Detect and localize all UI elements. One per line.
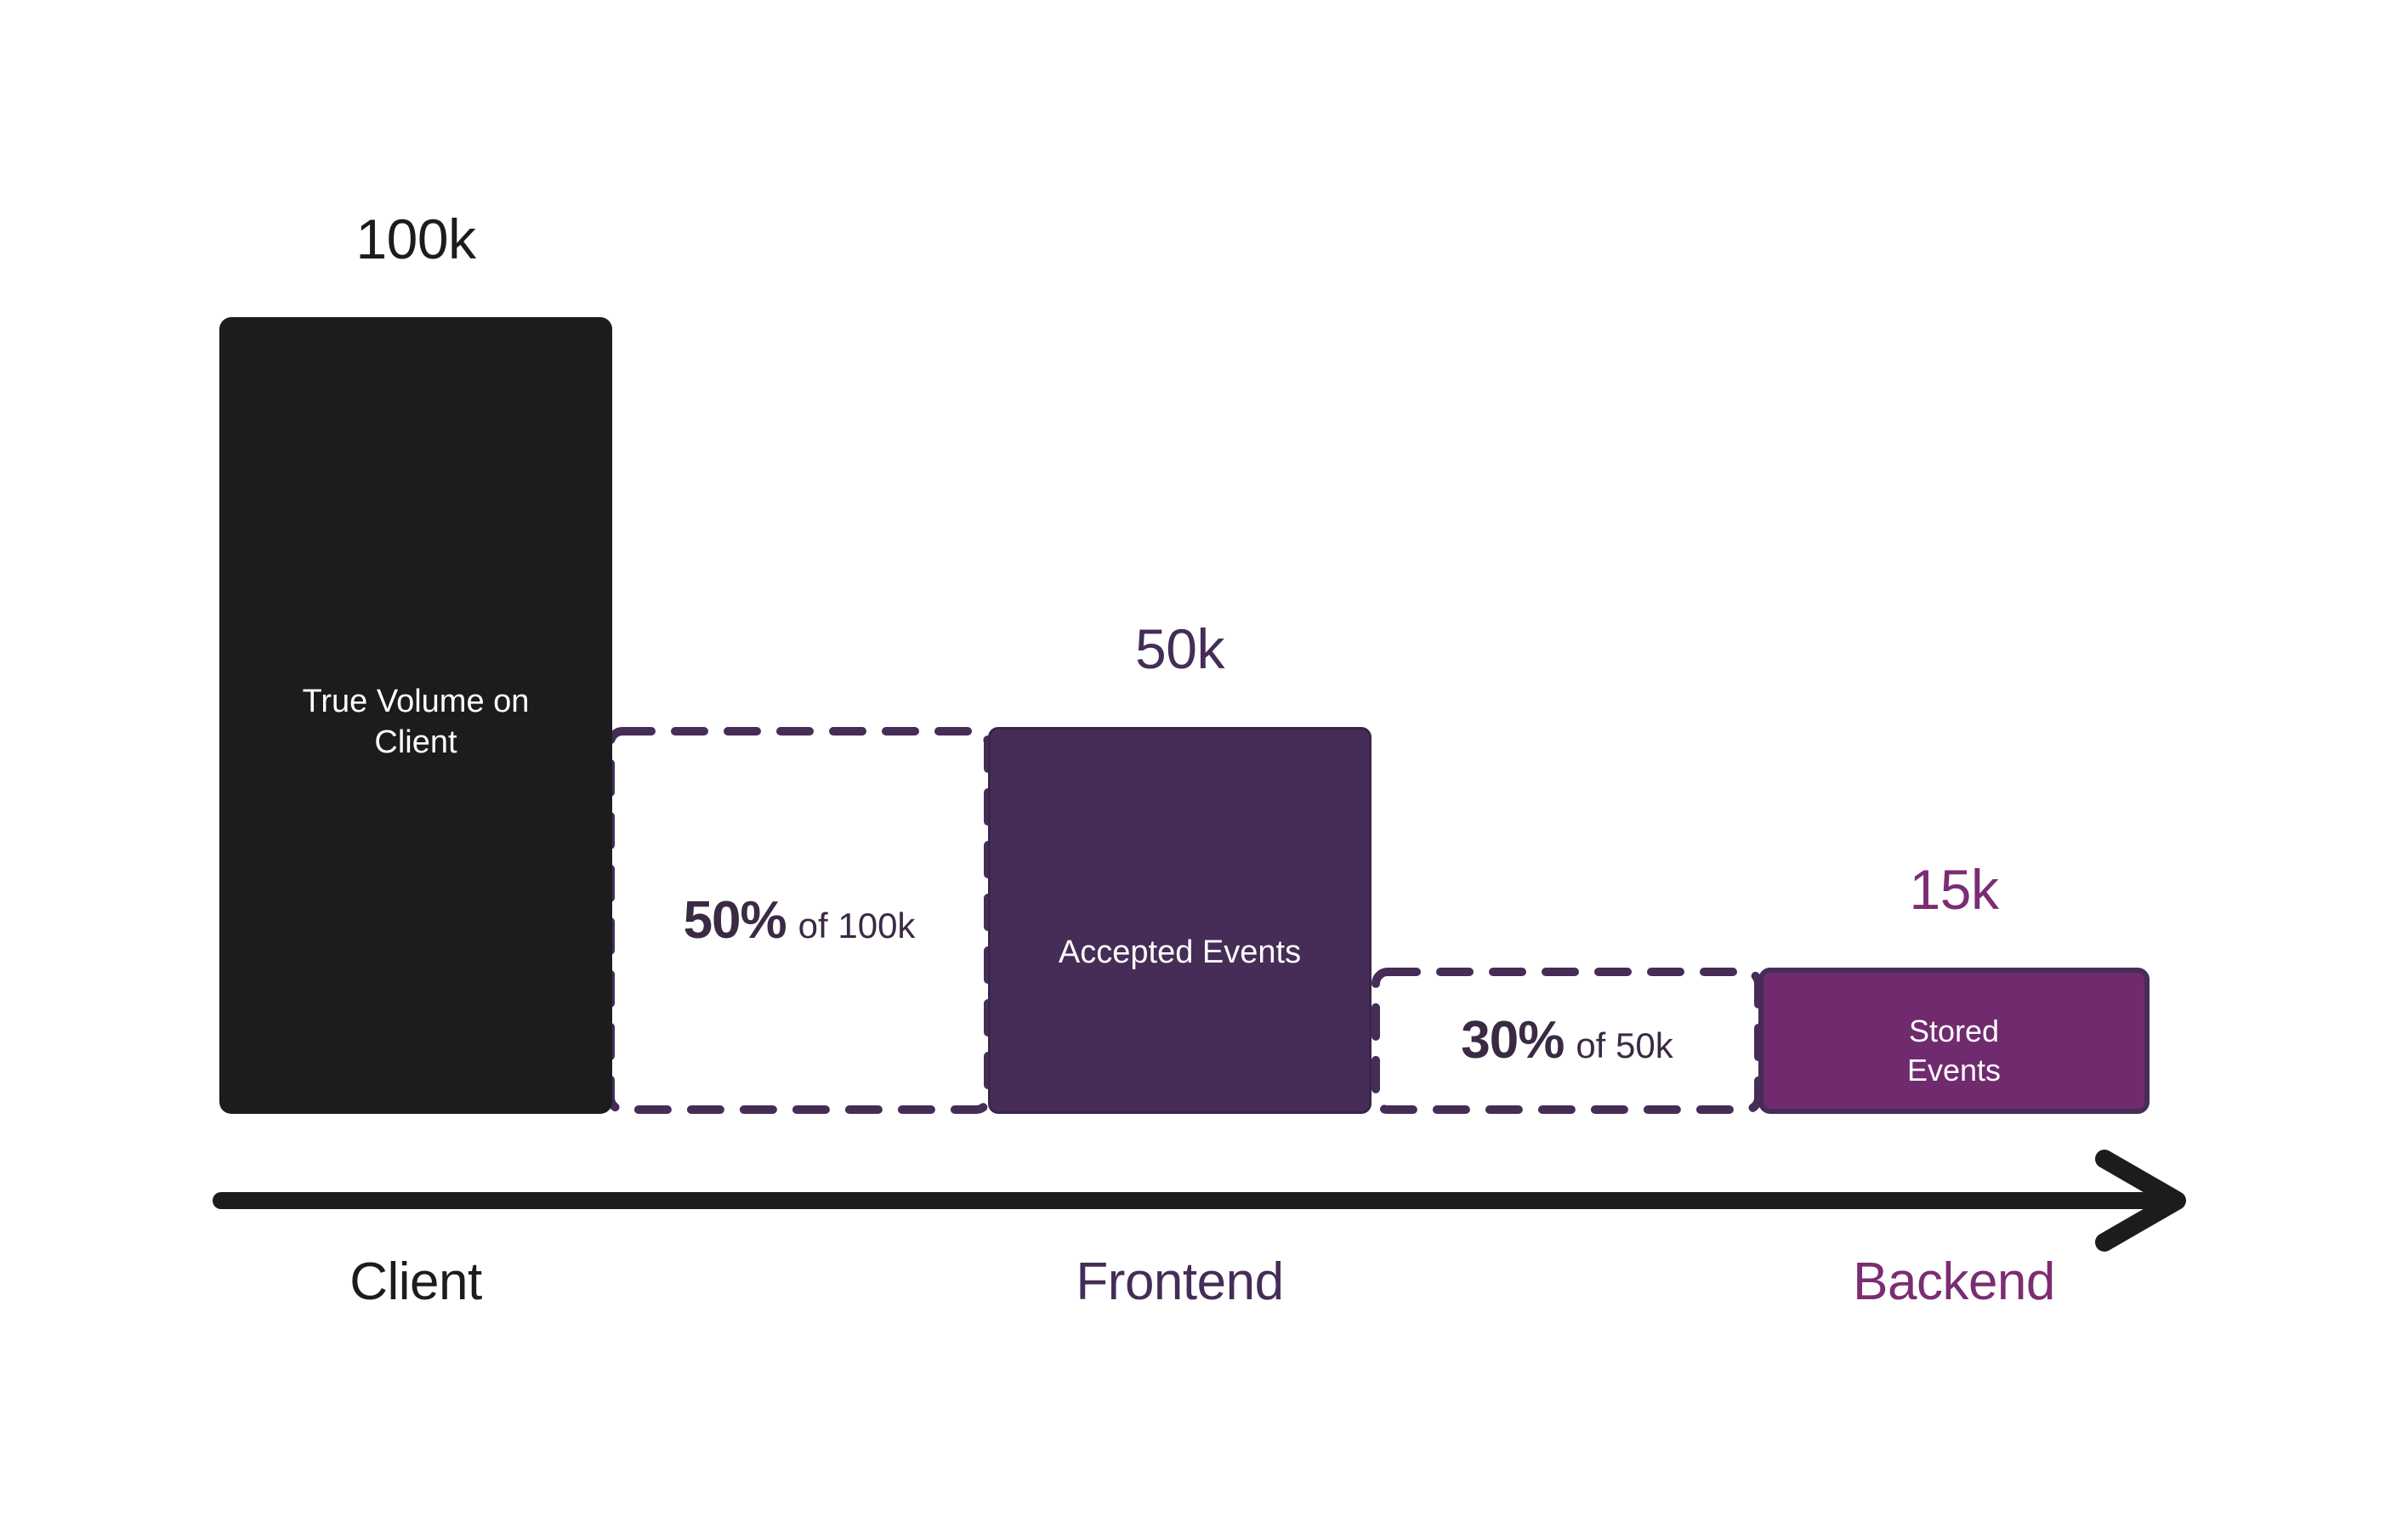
dropoff-box-client-to-frontend: 50% of 100k [606, 727, 992, 1114]
stage-label-backend: Backend [1853, 1252, 2055, 1311]
bar-backend: Stored Events [1758, 968, 2150, 1114]
dropoff-percent-2: 30% [1461, 1011, 1565, 1070]
dropoff-text-2: 30% of 50k [1461, 1014, 1673, 1067]
axis-arrow [213, 1150, 2202, 1254]
value-label-client: 100k [355, 207, 476, 270]
stage-label-client: Client [349, 1252, 482, 1311]
value-label-backend: 15k [1909, 858, 1999, 921]
dropoff-box-frontend-to-backend: 30% of 50k [1372, 968, 1763, 1114]
dropoff-percent-1: 50% [683, 890, 787, 950]
dropoff-basis-2: of 50k [1576, 1025, 1673, 1065]
dropoff-text-1: 50%of 100k [684, 894, 916, 947]
value-label-frontend: 50k [1135, 617, 1224, 680]
bar-caption-backend: Stored Events [1906, 1013, 2002, 1088]
bar-client: True Volume on Client [219, 317, 612, 1114]
stage-label-frontend: Frontend [1076, 1252, 1284, 1311]
bar-caption-frontend: Accepted Events [1058, 934, 1302, 971]
arrow-right-icon [213, 1150, 2186, 1252]
dropoff-basis-1: of 100k [798, 905, 916, 946]
bar-caption-client: True Volume on Client [302, 683, 530, 761]
bar-frontend: Accepted Events [988, 727, 1372, 1114]
